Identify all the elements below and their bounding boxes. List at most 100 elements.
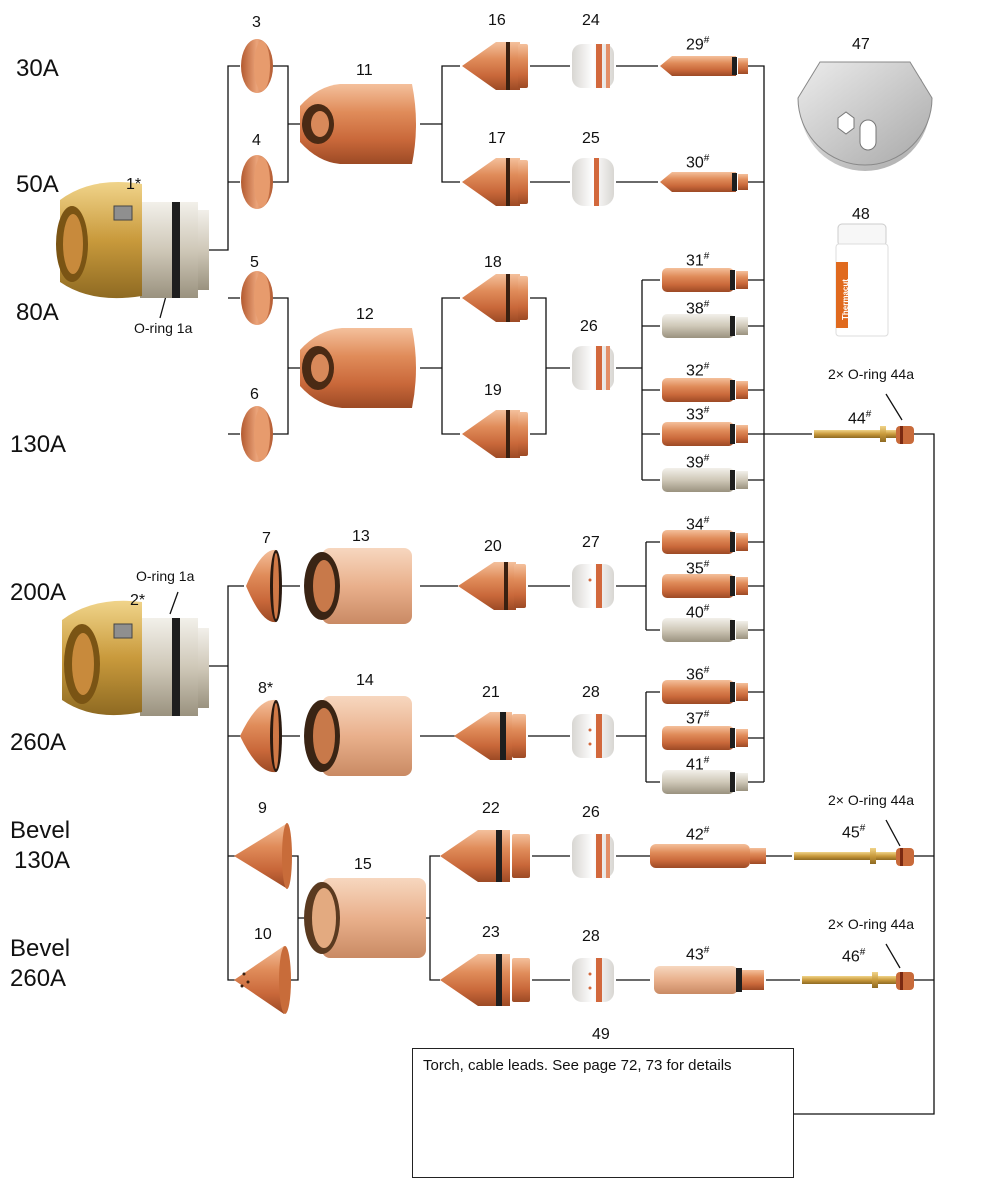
cooling-tube-45 [794, 848, 914, 866]
part-number-33: 33# [686, 405, 710, 424]
electrode-41 [662, 770, 748, 794]
part-number-45: 45# [842, 823, 866, 842]
torch-leads-caption: Torch, cable leads. See page 72, 73 for … [423, 1057, 732, 1074]
electrode-37 [662, 726, 748, 750]
retaining-cap-13 [304, 548, 412, 624]
label-30a: 30A [16, 55, 59, 82]
electrode-34 [662, 530, 748, 554]
swirl-ring-24 [572, 44, 614, 88]
electrode-36 [662, 680, 748, 704]
electrode-35 [662, 574, 748, 598]
part-number-21: 21 [482, 684, 500, 701]
part-number-10: 10 [254, 926, 272, 943]
part-number-31: 31# [686, 251, 710, 270]
part-number-27: 27 [582, 534, 600, 551]
part-number-28b: 28 [582, 928, 600, 945]
nozzle-16 [462, 42, 528, 90]
part-number-16: 16 [488, 12, 506, 29]
part-number-17: 17 [488, 130, 506, 147]
part-number-49: 49 [592, 1026, 610, 1043]
part-number-26a: 26 [580, 318, 598, 335]
part-number-26b: 26 [582, 804, 600, 821]
part-number-19: 19 [484, 382, 502, 399]
retaining-cap-12 [300, 328, 416, 408]
label-260a: 260A [10, 729, 67, 756]
retaining-cap-15 [304, 878, 426, 958]
part-number-48: 48 [852, 206, 870, 223]
part-number-42: 42# [686, 825, 710, 844]
connector-lines [159, 65, 935, 1115]
note-oring-44a-1: 2× O-ring 44a [828, 366, 914, 382]
nozzle-20 [458, 562, 526, 610]
nozzle-22 [440, 830, 530, 882]
part-number-39: 39# [686, 453, 710, 472]
part-number-15: 15 [354, 856, 372, 873]
electrode-43 [654, 966, 764, 994]
label-bevel-130a-line2: 130A [14, 847, 71, 874]
part-number-20: 20 [484, 538, 502, 555]
part-number-47: 47 [852, 36, 870, 53]
tube-brand-label: Thermacut [841, 279, 850, 320]
nozzle-17 [462, 158, 528, 206]
torch-leads-box: Torch, cable leads. See page 72, 73 for … [412, 1048, 794, 1178]
label-bevel-130a-line1: Bevel [10, 817, 71, 844]
nozzle-21 [454, 712, 526, 760]
part-number-6: 6 [250, 386, 259, 403]
part-number-38: 38# [686, 299, 710, 318]
swirl-ring-26a [572, 346, 614, 390]
swirl-ring-25 [572, 158, 614, 206]
cooling-tube-46 [802, 972, 914, 990]
cooling-tube-44 [814, 426, 914, 444]
part-number-37: 37# [686, 709, 710, 728]
electrode-40 [662, 618, 748, 642]
swirl-ring-26b [572, 834, 614, 878]
electrode-29 [660, 56, 748, 76]
part-number-11: 11 [356, 62, 373, 79]
part-number-25: 25 [582, 130, 600, 147]
swirl-ring-28b [572, 958, 614, 1002]
shield-disc-5 [241, 271, 273, 325]
part-number-44: 44# [848, 409, 872, 428]
electrode-39 [662, 468, 748, 492]
shield-disc-3 [241, 39, 273, 93]
retaining-cap-11 [300, 84, 416, 164]
label-200a: 200A [10, 579, 67, 606]
part-number-40: 40# [686, 603, 710, 622]
part-number-18: 18 [484, 254, 502, 271]
electrode-33 [662, 422, 748, 446]
shield-disc-4 [241, 155, 273, 209]
note-oring-44a-3: 2× O-ring 44a [828, 916, 914, 932]
shield-7 [246, 549, 282, 623]
part-number-34: 34# [686, 515, 710, 534]
electrode-38 [662, 314, 748, 338]
label-bevel-260a-line1: Bevel [10, 935, 71, 962]
part-number-24: 24 [582, 12, 600, 29]
part-number-46: 46# [842, 947, 866, 966]
note-oring-1a-top: O-ring 1a [134, 320, 193, 336]
part-number-29: 29# [686, 35, 710, 54]
part-number-9: 9 [258, 800, 267, 817]
part-number-23: 23 [482, 924, 500, 941]
electrode-42 [650, 844, 766, 868]
part-number-5: 5 [250, 254, 259, 271]
electrode-31 [662, 268, 748, 292]
part-number-30: 30# [686, 153, 710, 172]
part-number-4: 4 [252, 132, 261, 149]
part-number-13: 13 [352, 528, 370, 545]
part-number-22: 22 [482, 800, 500, 817]
label-bevel-260a-line2: 260A [10, 965, 67, 992]
label-80a: 80A [16, 299, 59, 326]
note-oring-1a-bottom: O-ring 1a [136, 568, 195, 584]
part-number-41: 41# [686, 755, 710, 774]
part-number-1: 1* [126, 176, 142, 193]
part-number-35: 35# [686, 559, 710, 578]
bevel-shield-9 [234, 823, 292, 889]
electrode-32 [662, 378, 748, 402]
swirl-ring-28a [572, 714, 614, 758]
bevel-shield-10 [234, 946, 291, 1014]
lubricant-tube-48 [835, 223, 889, 337]
nozzle-18 [462, 274, 528, 322]
note-oring-44a-2: 2× O-ring 44a [828, 792, 914, 808]
